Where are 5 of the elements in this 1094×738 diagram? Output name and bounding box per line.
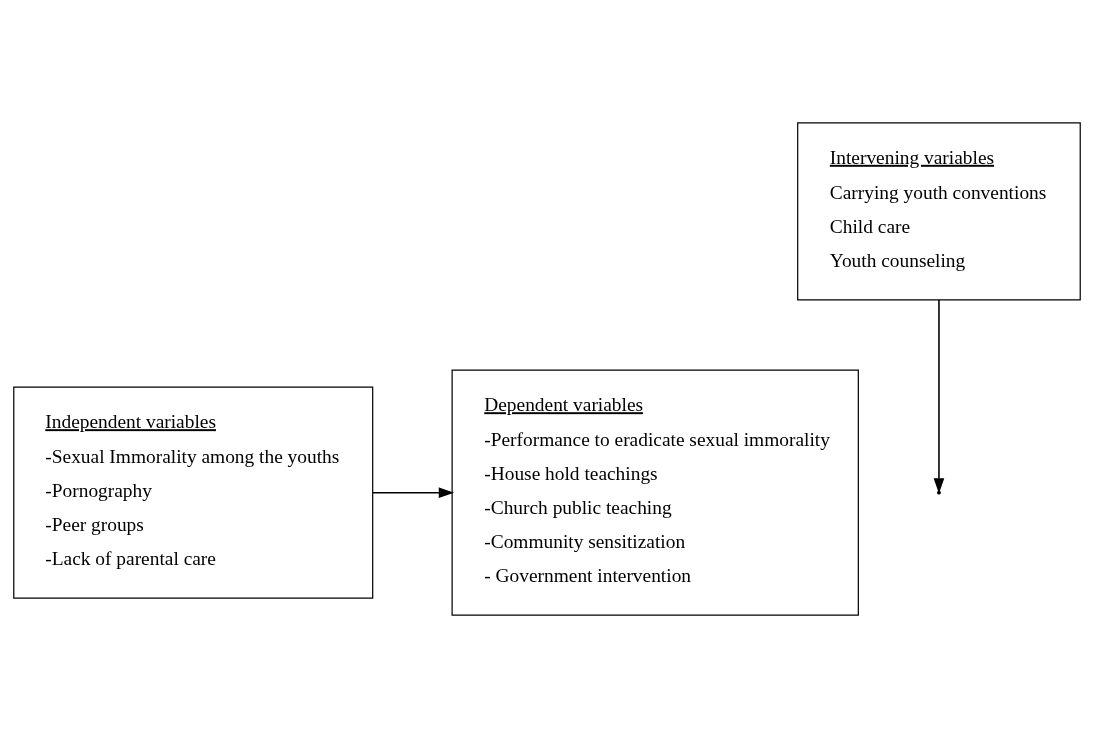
arrow — [933, 299, 945, 494]
node-box: Dependent variables -Performance to eradicate sexual immorality -House hold teachings -Church public teaching -Community sensitization - Government intervention — [451, 369, 859, 616]
arrow — [372, 487, 455, 499]
node-box: Intervening variables Carrying youth conventions Child care Youth counseling — [797, 122, 1081, 301]
node-box: Independent variables -Sexual Immorality among the youths -Pornography -Peer groups -Lack of parental care — [13, 386, 374, 599]
